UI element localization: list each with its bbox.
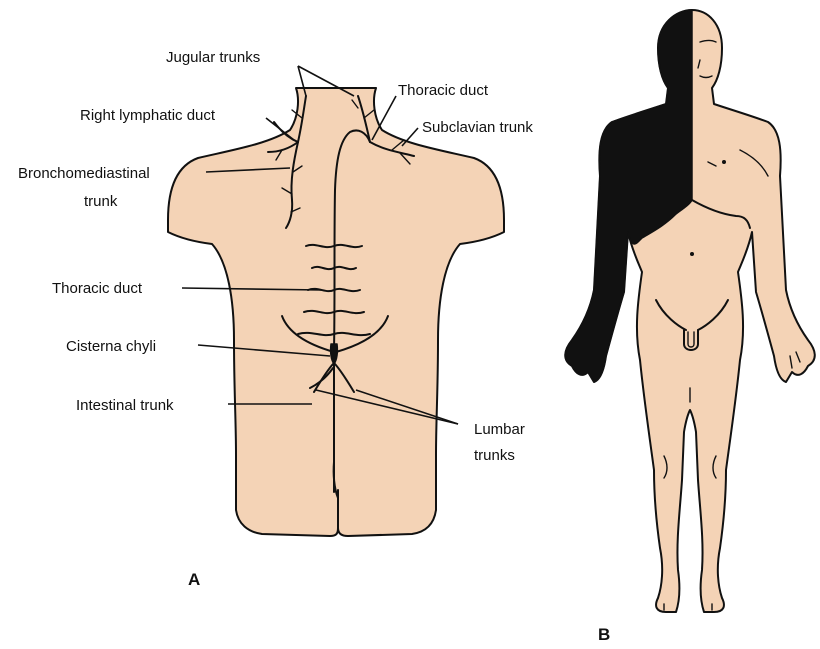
umbilicus (690, 252, 694, 256)
panel-a: Jugular trunks Thoracic duct Right lymph… (18, 49, 533, 589)
label-bronchomediastinal-trunk: trunk (84, 193, 118, 210)
label-lumbar-trunks: trunks (474, 447, 515, 464)
label-cisterna-chyli: Cisterna chyli (66, 338, 156, 355)
cisterna-chyli-shape (331, 344, 338, 364)
label-thoracic-duct-top: Thoracic duct (398, 82, 489, 99)
label-subclavian-trunk: Subclavian trunk (422, 119, 533, 136)
panel-b: B (565, 10, 815, 644)
panel-b-letter: B (598, 625, 610, 644)
label-right-lymphatic-duct: Right lymphatic duct (80, 107, 216, 124)
label-jugular-trunks: Jugular trunks (166, 49, 260, 66)
panel-a-letter: A (188, 570, 200, 589)
label-intestinal-trunk: Intestinal trunk (76, 397, 174, 414)
label-bronchomediastinal: Bronchomediastinal (18, 165, 150, 182)
label-lumbar: Lumbar (474, 421, 525, 438)
label-thoracic-duct-mid: Thoracic duct (52, 280, 143, 297)
